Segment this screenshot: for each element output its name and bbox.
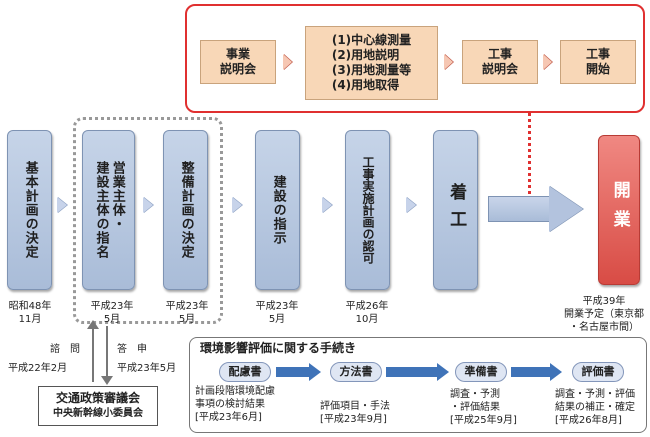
report-label: 答 申: [117, 344, 147, 355]
eia-arrow-head: [437, 363, 449, 381]
flow-arrow: [406, 197, 416, 213]
eia-step-consideration: 配慮書: [219, 362, 271, 382]
flow-arrow: [143, 197, 153, 213]
flow-arrow: [232, 197, 242, 213]
inquiry-date: 平成22年2月: [8, 363, 68, 374]
stage-label: 工事実施計画の認可: [361, 156, 375, 264]
big-arrow-body: [488, 196, 550, 222]
big-arrow-head: [549, 186, 583, 232]
stage-groundbreaking: 着工: [433, 130, 478, 290]
eia-step-desc: 調査・予測 ・評価結果 [平成25年9月]: [450, 389, 517, 426]
council-subname: 中央新幹線小委員会: [53, 408, 143, 419]
inquiry-arrow-line: [92, 326, 94, 382]
stage-label: 整備計画の決定: [178, 161, 194, 259]
process-box-construction-briefing: 工事 説明会: [462, 40, 538, 84]
stage-label: 営業主体・ 建設主体の指名: [93, 161, 125, 259]
eia-step-desc: 計画段階環境配慮 事項の検討結果 [平成23年6月]: [195, 386, 275, 423]
eia-arrow: [276, 367, 310, 377]
stage-date: 昭和48年 11月: [8, 301, 52, 325]
stage-construction-instruction: 建設の指示: [255, 130, 300, 290]
flow-arrow: [57, 197, 67, 213]
process-box-land: (1)中心線測量 (2)用地説明 (3)用地測量等 (4)用地取得: [305, 26, 438, 100]
report-date: 平成23年5月: [117, 363, 177, 374]
flow-arrow: [322, 197, 332, 213]
process-arrow: [283, 54, 292, 70]
stage-basic-plan: 基本計画の決定: [7, 130, 52, 290]
eia-arrow: [386, 367, 438, 377]
eia-title: 環境影響評価に関する手続き: [200, 341, 357, 355]
stage-opening: 開業: [598, 135, 640, 285]
eia-arrow: [511, 367, 551, 377]
stage-development-plan: 整備計画の決定: [163, 130, 208, 290]
report-arrow-line: [106, 326, 108, 378]
process-frame: [185, 4, 645, 113]
eia-arrow-head: [309, 363, 321, 381]
council-name: 交通政策審議会: [55, 391, 140, 405]
stage-date: 平成23年 5月: [165, 301, 209, 325]
stage-label: 基本計画の決定: [22, 161, 38, 259]
eia-step-final: 評価書: [572, 362, 624, 382]
eia-frame: [189, 337, 647, 433]
eia-arrow-head: [550, 363, 562, 381]
eia-step-desc: 評価項目・手法 [平成23年9月]: [320, 401, 390, 425]
report-arrow-head: [101, 376, 113, 385]
stage-date: 平成23年 5月: [90, 301, 134, 325]
council-box: 交通政策審議会 中央新幹線小委員会: [38, 386, 158, 426]
inquiry-arrow-head: [87, 320, 99, 329]
eia-step-draft: 準備書: [455, 362, 507, 382]
process-box-construction-start: 工事 開始: [560, 40, 636, 84]
stage-label: 開業: [609, 181, 630, 239]
stage-date: 平成26年 10月: [345, 301, 389, 325]
process-connector: [528, 113, 531, 200]
process-box-briefing: 事業 説明会: [200, 40, 276, 84]
stage-implementation-approval: 工事実施計画の認可: [345, 130, 390, 290]
inquiry-label: 諮 問: [50, 344, 80, 355]
eia-step-desc: 調査・予測・評価 結果の補正・確定 [平成26年8月]: [555, 389, 635, 426]
council-group-frame: [73, 117, 223, 324]
process-arrow: [444, 54, 453, 70]
stage-date: 平成23年 5月: [255, 301, 299, 325]
eia-step-method: 方法書: [330, 362, 382, 382]
stage-label: 着工: [446, 183, 467, 237]
stage-label: 建設の指示: [270, 175, 286, 245]
stage-operator-designation: 営業主体・ 建設主体の指名: [82, 130, 135, 290]
process-arrow: [543, 54, 552, 70]
stage-date-opening: 平成39年 開業予定（東京都 ・名古屋市間）: [564, 296, 644, 333]
